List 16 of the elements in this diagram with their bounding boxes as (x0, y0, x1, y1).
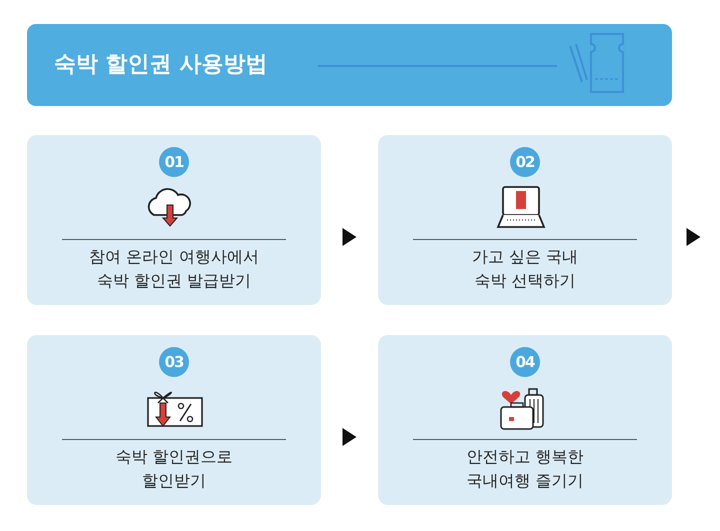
step-number: 03 (159, 347, 189, 377)
arrow (686, 228, 700, 246)
step-card (378, 135, 672, 305)
step-text: 가고 싶은 국내 숙박 선택하기 (470, 246, 580, 292)
step-number: 01 (159, 147, 189, 177)
step-card (27, 335, 321, 505)
step-card (27, 135, 321, 305)
arrow (342, 428, 356, 446)
step-text: 안전하고 행복한 국내여행 즐기기 (465, 446, 585, 492)
title-text: 숙박 할인권 사용방법 (54, 51, 268, 79)
step-text: 참여 온라인 여행사에서 숙박 할인권 발급받기 (88, 246, 260, 292)
step-number: 02 (510, 147, 540, 177)
step-number: 04 (510, 347, 540, 377)
step-card (378, 335, 672, 505)
arrow (342, 228, 356, 246)
step-text: 숙박 할인권으로 할인받기 (114, 446, 234, 492)
